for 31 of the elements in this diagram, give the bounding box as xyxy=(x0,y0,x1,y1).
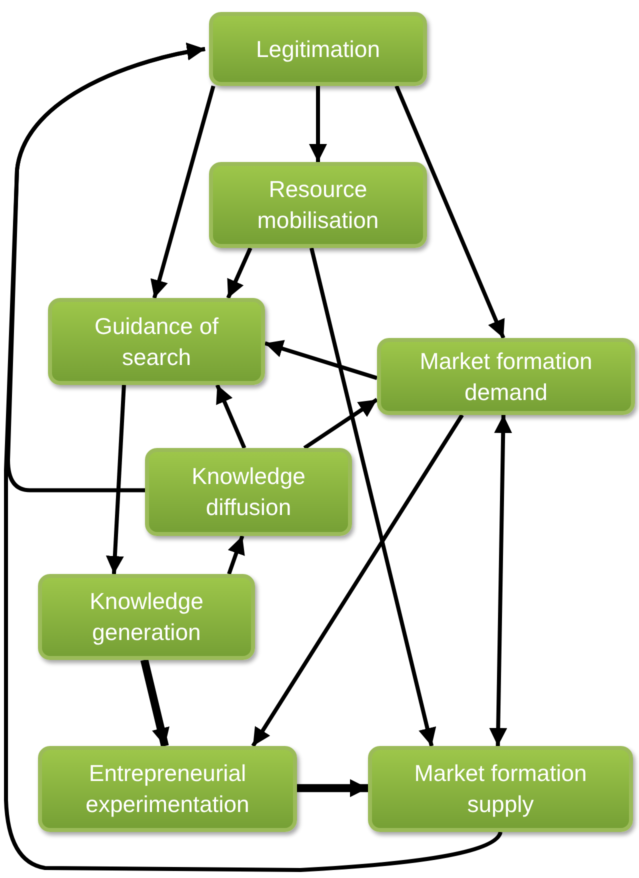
box-label: Entrepreneurial experimentation xyxy=(84,759,250,819)
process-box xyxy=(377,338,635,415)
arrow xyxy=(310,248,436,746)
process-box xyxy=(209,162,427,248)
arrow xyxy=(227,535,245,575)
arrow xyxy=(489,414,512,746)
arrow xyxy=(297,779,368,798)
box-label: Knowledge generation xyxy=(88,587,204,647)
process-box xyxy=(209,12,427,86)
process-box xyxy=(368,746,633,832)
box-label: Knowledge diffusion xyxy=(190,462,306,522)
arrow xyxy=(150,85,216,299)
arrow xyxy=(106,384,126,574)
arrow xyxy=(226,247,252,299)
box-label: Resource mobilisation xyxy=(256,175,380,235)
arrow xyxy=(251,414,464,748)
box-label: Market formation demand xyxy=(418,346,594,406)
arrow xyxy=(309,86,327,162)
arrow xyxy=(140,659,170,747)
arrow xyxy=(215,384,246,449)
arrow xyxy=(4,43,502,872)
arrow xyxy=(303,398,378,450)
box-label: Market formation supply xyxy=(413,759,588,819)
box-label: Guidance of search xyxy=(93,312,220,372)
arrow xyxy=(394,85,506,339)
process-box xyxy=(145,448,352,536)
arrow xyxy=(264,340,378,380)
process-box xyxy=(48,298,265,385)
process-box xyxy=(38,574,255,660)
box-label: Legitimation xyxy=(256,34,380,64)
process-box xyxy=(38,746,297,832)
